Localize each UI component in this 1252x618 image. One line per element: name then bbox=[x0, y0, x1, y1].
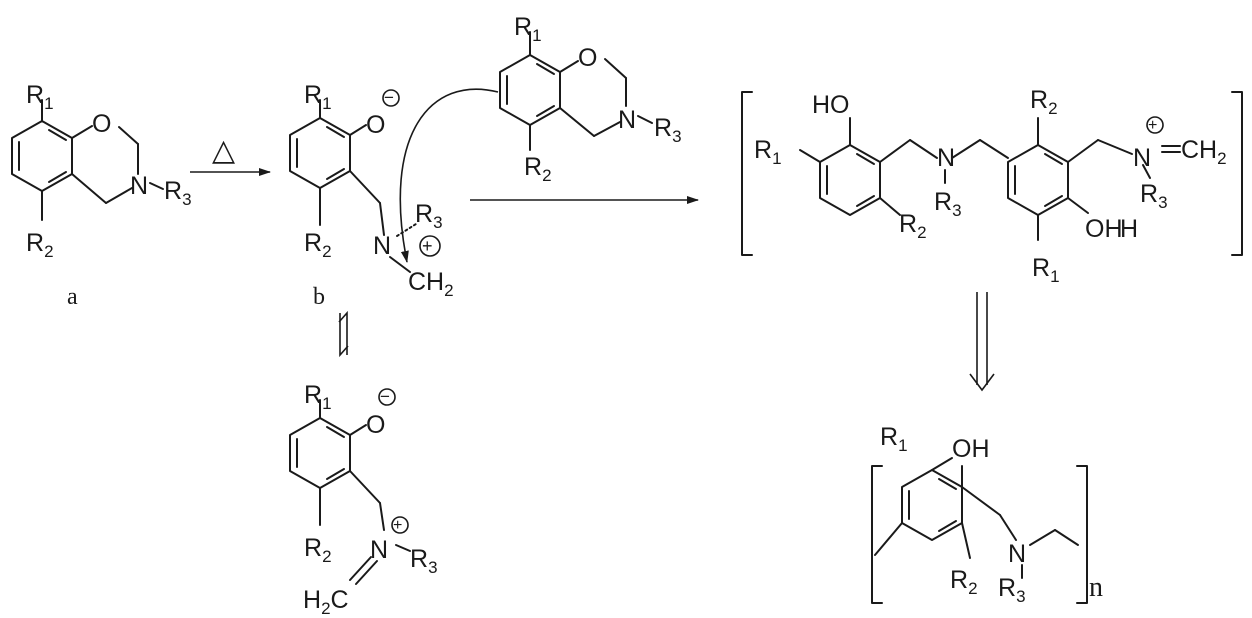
svg-text:R3: R3 bbox=[164, 177, 192, 209]
svg-text:R2: R2 bbox=[1030, 86, 1058, 118]
label-a: a bbox=[67, 284, 78, 310]
svg-text:R1: R1 bbox=[304, 81, 332, 113]
hydroxyl-label-polymer: OH bbox=[952, 435, 990, 463]
svg-text:R2: R2 bbox=[26, 229, 54, 261]
svg-text:R2: R2 bbox=[304, 229, 332, 261]
svg-text:R3: R3 bbox=[1140, 180, 1168, 212]
svg-text:N: N bbox=[1133, 144, 1151, 172]
hydroxyl-label-right: OH bbox=[1085, 215, 1123, 243]
plus-charge: + bbox=[422, 236, 433, 256]
oxygen-label: O bbox=[92, 110, 111, 138]
svg-text:R3: R3 bbox=[415, 200, 443, 232]
svg-text:R2: R2 bbox=[899, 210, 927, 242]
svg-text:R2: R2 bbox=[524, 153, 552, 185]
r1-label: R bbox=[26, 81, 44, 109]
svg-text:H: H bbox=[1120, 215, 1138, 243]
svg-text:N: N bbox=[1008, 540, 1026, 568]
label-b: b bbox=[313, 284, 325, 310]
heat-triangle: △ bbox=[212, 134, 235, 167]
molecule-iminium-resonance: R1 O − N + R3 R2 H2C bbox=[289, 381, 438, 618]
svg-text:O: O bbox=[366, 411, 385, 439]
svg-text:R1: R1 bbox=[1032, 254, 1060, 286]
svg-text:+: + bbox=[393, 517, 402, 534]
r1-subscript: 1 bbox=[44, 94, 53, 113]
svg-text:−: − bbox=[380, 387, 390, 406]
svg-text:R1: R1 bbox=[514, 13, 542, 45]
svg-text:R1: R1 bbox=[26, 81, 54, 113]
heat-arrow: △ bbox=[190, 134, 271, 176]
nucleophilic-attack-arrow bbox=[399, 88, 499, 263]
svg-text:R3: R3 bbox=[998, 574, 1026, 606]
svg-text:CH2: CH2 bbox=[408, 268, 454, 300]
polybenzoxazine-repeat-unit: R1 OH N R2 R3 n bbox=[871, 423, 1103, 606]
svg-text:N: N bbox=[618, 106, 636, 134]
svg-text:O: O bbox=[578, 44, 597, 72]
svg-text:R1: R1 bbox=[304, 381, 332, 413]
svg-text:CH2: CH2 bbox=[1181, 136, 1227, 168]
svg-text:R1: R1 bbox=[880, 423, 908, 455]
r3-label: R bbox=[164, 177, 182, 205]
oxygen-anion-label: O bbox=[366, 111, 385, 139]
polymerization-arrow bbox=[969, 292, 995, 392]
svg-text:R1: R1 bbox=[754, 136, 782, 168]
r2-subscript: 2 bbox=[44, 242, 53, 261]
svg-text:R3: R3 bbox=[410, 545, 438, 577]
svg-text:R2: R2 bbox=[304, 534, 332, 566]
svg-text:+: + bbox=[1148, 117, 1157, 134]
equilibrium-arrows bbox=[338, 310, 349, 358]
molecule-attacking-benzoxazine: R1 O N R3 R2 bbox=[499, 13, 682, 185]
nitrogen-label: N bbox=[373, 232, 391, 260]
svg-text:R2: R2 bbox=[950, 566, 978, 598]
r3-subscript: 3 bbox=[182, 190, 191, 209]
molecule-a-benzoxazine: R1 O N R3 R2 a bbox=[11, 81, 192, 310]
repeat-count-n: n bbox=[1089, 572, 1103, 603]
svg-text:R3: R3 bbox=[654, 114, 682, 146]
svg-text:R3: R3 bbox=[934, 188, 962, 220]
svg-text:N: N bbox=[370, 536, 388, 564]
nitrogen-label: N bbox=[130, 172, 148, 200]
hydroxyl-label-left: HO bbox=[812, 91, 850, 119]
minus-charge: − bbox=[384, 88, 394, 107]
molecule-b-zwitterion: R1 O − N R3 + CH2 R2 b bbox=[289, 81, 454, 310]
svg-text:N: N bbox=[937, 144, 955, 172]
r2-label: R bbox=[26, 229, 44, 257]
svg-text:H2C: H2C bbox=[303, 586, 349, 618]
dimer-intermediate: HO R1 R2 N R3 R2 OH R1 N + CH2 R3 H bbox=[741, 86, 1243, 286]
